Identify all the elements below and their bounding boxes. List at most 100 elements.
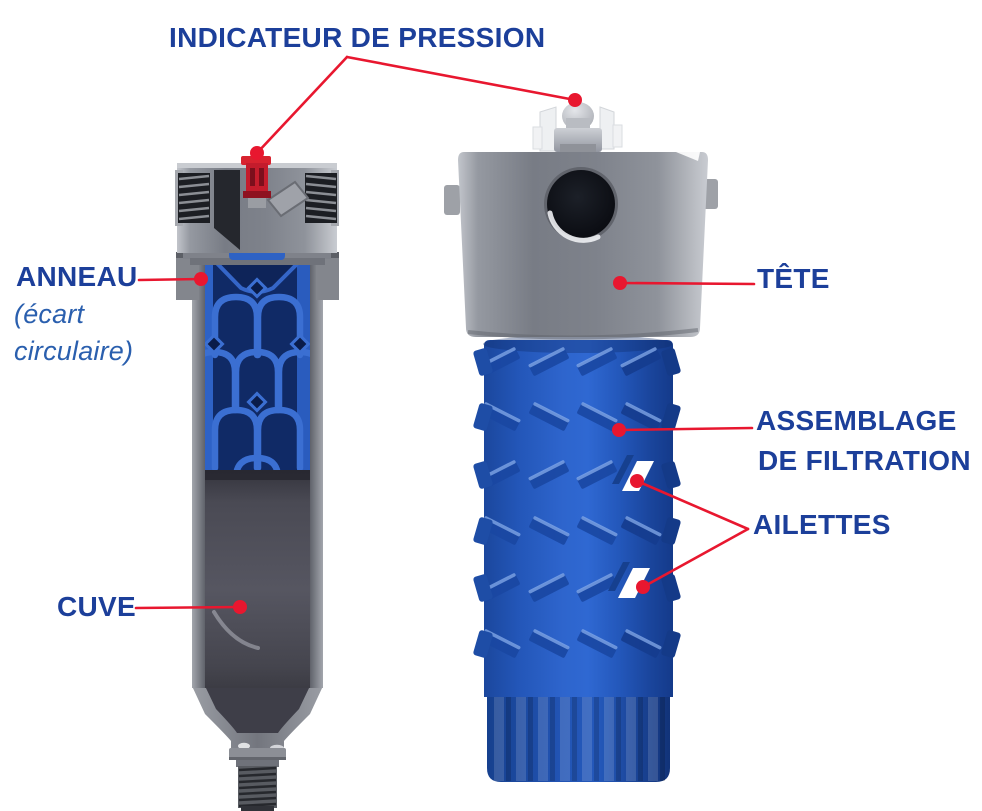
base-rib (538, 697, 548, 781)
fin (620, 347, 661, 376)
base-rib (560, 697, 570, 781)
edge-nub (473, 348, 493, 376)
base-rib-shadow (506, 697, 511, 781)
base-rib-shadow (528, 697, 533, 781)
fin (528, 573, 569, 602)
fin (529, 629, 570, 658)
head-tab-left (444, 185, 460, 215)
fin (528, 347, 569, 376)
edge-nub (473, 517, 493, 545)
base-rib-shadow (594, 697, 599, 781)
label-indicateur-de-pression: INDICATEUR DE PRESSION (169, 22, 546, 53)
callout-line-indicateur-left (255, 55, 349, 155)
fin (529, 516, 570, 545)
fin (577, 516, 618, 545)
label-assemblage-line1: ASSEMBLAGE (756, 405, 957, 436)
filter-interior-cutaway (205, 240, 310, 472)
label-cuve: CUVE (57, 591, 136, 622)
thread-line (238, 790, 277, 796)
right-filter-illustration (444, 102, 718, 782)
base-rib-shadow (638, 697, 643, 781)
label-tete: TÊTE (757, 263, 830, 294)
label-assemblage-line2: DE FILTRATION (758, 445, 971, 476)
thread-line (238, 778, 277, 784)
inlet-port (544, 167, 618, 243)
base-rib-shadow (616, 697, 621, 781)
fin-pattern (473, 347, 681, 658)
callout-line-ailettes-upper (635, 479, 750, 531)
callouts (134, 55, 756, 614)
callout-dot-tete (613, 276, 627, 290)
callout-dot-indicateur-right (568, 93, 582, 107)
callout-dot-cuve (233, 600, 247, 614)
edge-nub (473, 461, 493, 489)
callout-line-tete (618, 281, 756, 286)
callout-dot-ailettes-lower (636, 580, 650, 594)
edge-nub (473, 574, 493, 602)
edge-nub (473, 403, 493, 431)
base-rib-shadow (572, 697, 577, 781)
fin (621, 516, 662, 545)
ribbed-base (487, 695, 670, 782)
label-anneau: ANNEAU (16, 261, 138, 292)
callout-line-cuve (134, 605, 242, 610)
threaded-port-left (178, 173, 210, 223)
angled-port (266, 180, 310, 218)
pressure-valve (241, 156, 271, 208)
edge-nub (661, 517, 681, 545)
left-filter-head (175, 156, 339, 253)
base-rib (626, 697, 636, 781)
fin (577, 629, 618, 658)
callout-line-ailettes-lower (641, 527, 750, 589)
thread-line (238, 772, 277, 778)
fin (528, 460, 569, 489)
fin (576, 347, 617, 376)
fin (621, 629, 662, 658)
base-rib (494, 697, 504, 781)
callout-line-anneau (137, 277, 203, 282)
fin (621, 402, 662, 431)
thread-line (238, 766, 277, 772)
edge-nub (661, 348, 681, 376)
label-anneau-sub-line1: (écart (14, 299, 85, 329)
edge-nub (473, 630, 493, 658)
left-filter-illustration (175, 156, 339, 811)
base-rib (648, 697, 658, 781)
fin (576, 460, 617, 489)
filtration-body (473, 335, 681, 697)
drain-fitting (192, 686, 323, 811)
drain-threads (238, 766, 277, 808)
thread-line (238, 784, 277, 790)
callout-dot-indicateur-left (250, 146, 264, 160)
base-rib (604, 697, 614, 781)
base-ribs (494, 697, 665, 781)
callout-line-indicateur-right (345, 55, 577, 102)
fin (576, 573, 617, 602)
pressure-indicator-assembly (532, 102, 623, 154)
callout-line-assemblage (617, 426, 754, 432)
base-rib (582, 697, 592, 781)
thread-line (238, 802, 277, 808)
edge-nub (661, 630, 681, 658)
label-ailettes: AILETTES (753, 509, 891, 540)
callout-dot-anneau (194, 272, 208, 286)
cuve-body (205, 470, 310, 688)
right-filter-head (444, 152, 718, 340)
callout-dot-ailettes-upper (630, 474, 644, 488)
base-rib-shadow (660, 697, 665, 781)
ailette-highlight-2 (608, 562, 650, 598)
edge-nub (661, 461, 681, 489)
thread-line (238, 796, 277, 802)
callout-dot-assemblage (612, 423, 626, 437)
label-anneau-sub-line2: circulaire) (14, 336, 134, 366)
threaded-port-right (305, 173, 337, 223)
fin (577, 402, 618, 431)
base-rib (516, 697, 526, 781)
fin (529, 402, 570, 431)
base-rib-shadow (550, 697, 555, 781)
head-cavity (214, 170, 240, 250)
edge-nub (661, 574, 681, 602)
edge-nub (661, 403, 681, 431)
